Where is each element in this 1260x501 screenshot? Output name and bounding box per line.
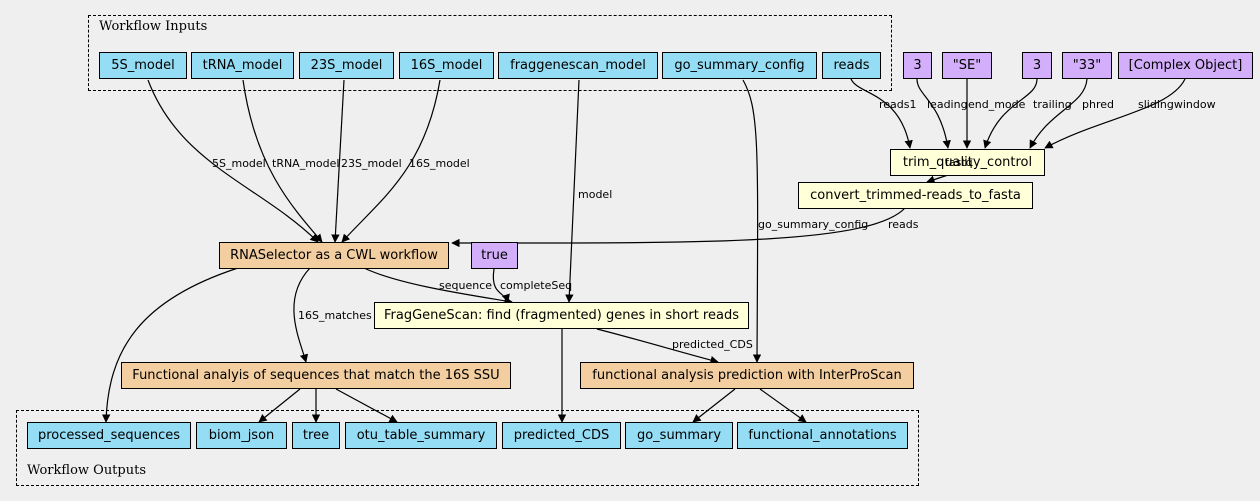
step-rnaselector[interactable]: RNASelector as a CWL workflow	[219, 242, 449, 269]
edge-convert-to-rnaselector	[451, 207, 906, 248]
input-trna-model[interactable]: tRNA_model	[191, 52, 294, 79]
edge-rnaselector-to-processed	[102, 267, 239, 423]
input-16s-model[interactable]: 16S_model	[399, 52, 494, 79]
edge-label-trna-model: tRNA_model	[272, 157, 340, 170]
step-functional-16s[interactable]: Functional analyis of sequences that mat…	[121, 362, 511, 389]
edge-fgsmodel-to-fraggenescan	[565, 79, 580, 303]
edge-trailing-to-trim	[983, 78, 1038, 149]
param-slidingwindow[interactable]: [Complex Object]	[1118, 52, 1253, 79]
input-reads[interactable]: reads	[822, 52, 881, 79]
edge-23s-to-rnaselector	[331, 79, 345, 243]
edge-fraggenescan-to-interproscan	[596, 328, 719, 365]
edge-rnaselector-to-fraggenescan	[363, 267, 513, 305]
edge-label-sequence: sequence	[439, 279, 493, 292]
edge-trna-to-rnaselector	[242, 79, 323, 243]
output-otu-table-summary[interactable]: otu_table_summary	[345, 422, 497, 449]
step-trim-quality-control[interactable]: trim_quality_control	[890, 149, 1045, 176]
workflow-outputs-cluster	[16, 410, 919, 486]
input-23s-model[interactable]: 23S_model	[299, 52, 394, 79]
edge-rnaselector-to-func16s	[293, 267, 311, 363]
param-complete-seq[interactable]: true	[471, 242, 518, 269]
edge-label-complete-seq: completeSeq	[500, 279, 573, 292]
output-go-summary[interactable]: go_summary	[625, 422, 733, 449]
edge-label-model: model	[578, 188, 613, 201]
input-fraggenescan-model[interactable]: fraggenescan_model	[498, 52, 658, 79]
edge-label-phred: phred	[1082, 98, 1114, 111]
edge-func16s-to-biom	[258, 388, 301, 423]
edge-label-reads1: reads1	[879, 98, 917, 111]
edge-16s-to-rnaselector	[341, 79, 441, 243]
edge-leading-to-trim	[916, 78, 951, 149]
edge-label-reads: reads	[888, 218, 919, 231]
edge-goconfig-to-interproscan	[742, 79, 762, 363]
edge-label-end-mode: end_mode	[968, 98, 1026, 111]
step-fraggenescan[interactable]: FragGeneScan: find (fragmented) genes in…	[374, 302, 749, 329]
param-end-mode[interactable]: "SE"	[942, 52, 992, 79]
edge-label-23s-model: 23S_model	[341, 157, 402, 170]
edge-label-trailing: trailing	[1033, 98, 1072, 111]
edge-interproscan-to-gosummary	[692, 388, 736, 423]
param-phred[interactable]: "33"	[1062, 52, 1112, 79]
edge-label-leading: leading	[927, 98, 968, 111]
edge-label-predicted-cds: predicted_CDS	[672, 338, 753, 351]
param-trailing[interactable]: 3	[1022, 52, 1052, 79]
input-go-summary-config[interactable]: go_summary_config	[662, 52, 817, 79]
step-convert-trimmed-reads[interactable]: convert_trimmed-reads_to_fasta	[798, 182, 1033, 209]
edge-label-fastq: fastq	[945, 156, 973, 169]
edge-5s-to-rnaselector	[147, 79, 319, 243]
output-biom-json[interactable]: biom_json	[196, 422, 287, 449]
workflow-outputs-label: Workflow Outputs	[27, 463, 146, 478]
edge-slidingwindow-to-trim	[1044, 78, 1186, 149]
param-leading[interactable]: 3	[903, 52, 932, 79]
input-5s-model[interactable]: 5S_model	[99, 52, 187, 79]
output-functional-annotations[interactable]: functional_annotations	[737, 422, 908, 449]
edge-func16s-to-otu	[335, 388, 398, 423]
edge-label-5s-model: 5S_model	[212, 157, 266, 170]
output-tree[interactable]: tree	[292, 422, 340, 449]
edge-label-go-summary-config: go_summary_config	[758, 218, 869, 231]
edge-label-16s-model: 16S_model	[409, 157, 470, 170]
edge-label-16s-matches: 16S_matches	[298, 309, 372, 322]
output-predicted-cds[interactable]: predicted_CDS	[502, 422, 621, 449]
workflow-inputs-label: Workflow Inputs	[99, 19, 208, 34]
edge-reads-to-trim	[850, 78, 913, 149]
edge-trim-to-convert	[926, 174, 949, 184]
output-processed-sequences[interactable]: processed_sequences	[27, 422, 191, 449]
step-interproscan[interactable]: functional analysis prediction with Inte…	[580, 362, 914, 389]
edge-interproscan-to-funcann	[759, 388, 807, 423]
edge-label-slidingwindow: slidingwindow	[1138, 98, 1216, 111]
edge-phred-to-trim	[1029, 78, 1088, 149]
workflow-inputs-cluster	[88, 15, 892, 91]
